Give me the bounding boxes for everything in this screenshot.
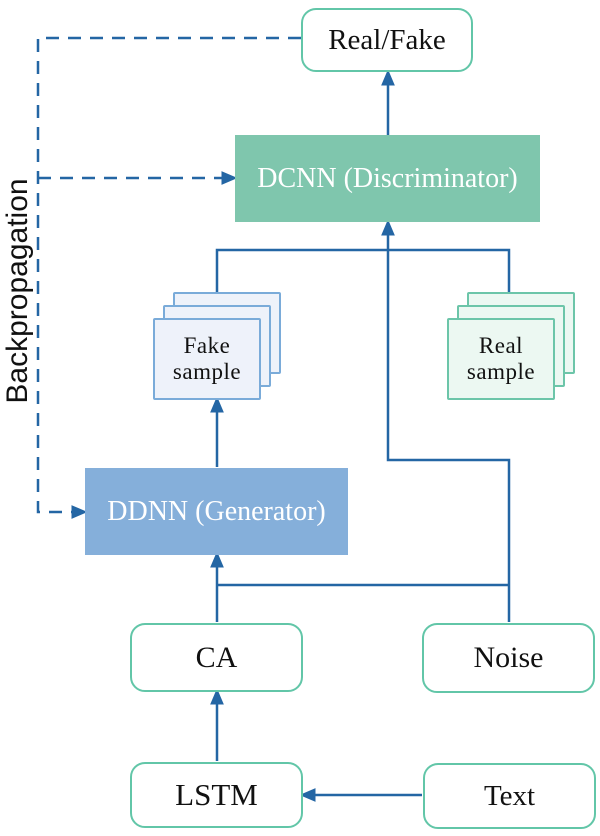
node-lstm: LSTM	[130, 762, 303, 828]
node-text: Text	[423, 763, 596, 829]
node-fake-sample: Fake sample	[153, 318, 261, 400]
ddnn-label: DDNN (Generator)	[107, 495, 326, 527]
fake-sample-label-line1: Fake	[183, 332, 231, 358]
noise-label: Noise	[473, 641, 544, 674]
node-dcnn-discriminator: DCNN (Discriminator)	[235, 135, 540, 222]
dashed-arrow-backprop-to-ddnn	[36, 36, 301, 512]
dcnn-label: DCNN (Discriminator)	[257, 162, 518, 194]
backpropagation-label: Backpropagation	[1, 178, 34, 404]
node-noise: Noise	[422, 623, 595, 693]
lstm-label: LSTM	[175, 777, 258, 812]
node-ca: CA	[130, 623, 303, 692]
real-sample-label-line2: sample	[466, 359, 536, 384]
real-sample-label-line1: Real	[478, 332, 524, 358]
node-real-fake: Real/Fake	[301, 8, 473, 72]
node-real-sample: Real sample	[447, 318, 555, 400]
text-label: Text	[483, 779, 536, 812]
arrow-noise-branch-to-dcnn	[388, 234, 511, 622]
node-ddnn-generator: DDNN (Generator)	[85, 468, 348, 555]
fake-sample-label-line2: sample	[172, 359, 242, 384]
ca-label: CA	[195, 640, 238, 674]
line-samples-junction-to-dcnn	[215, 248, 511, 293]
real-fake-label: Real/Fake	[328, 23, 446, 56]
